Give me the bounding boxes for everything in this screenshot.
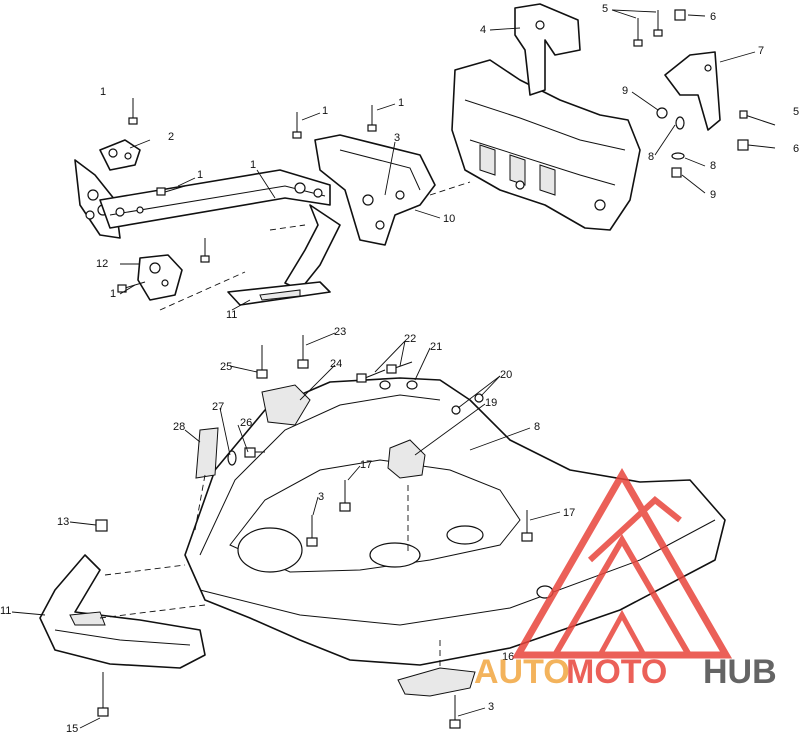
bolt-icon <box>386 361 413 374</box>
callout-1: 1 <box>250 159 256 171</box>
bolt-icon <box>653 10 663 37</box>
bolt-icon <box>244 447 265 458</box>
callout-24: 24 <box>330 358 342 370</box>
washer-icon <box>675 116 685 130</box>
washer-icon <box>406 380 418 390</box>
watermark-logo-icon <box>511 468 733 659</box>
rear-bulkhead-assembly <box>451 3 776 231</box>
callout-9: 9 <box>622 85 628 97</box>
callout-12: 12 <box>96 258 108 270</box>
bolt-icon <box>633 18 643 47</box>
front-frame-assembly <box>74 98 471 311</box>
leader-lines <box>11 9 756 729</box>
watermark-text-auto: AUTO <box>474 653 570 691</box>
callout-23: 23 <box>334 326 346 338</box>
bolt-icon <box>739 110 776 126</box>
callout-15: 15 <box>66 723 78 735</box>
callout-28: 28 <box>173 421 185 433</box>
callout-8: 8 <box>648 151 654 163</box>
callout-20: 20 <box>500 369 512 381</box>
callout-11: 11 <box>226 309 237 321</box>
bolt-icon <box>367 105 377 132</box>
bolt-icon <box>156 185 186 196</box>
callout-3: 3 <box>394 132 400 144</box>
bolt-icon <box>306 515 318 547</box>
bolt-icon <box>256 345 268 379</box>
callout-9: 9 <box>710 189 716 201</box>
bolt-icon <box>737 139 776 151</box>
callout-10: 10 <box>443 213 455 225</box>
bolt-icon <box>356 369 386 383</box>
bolt-icon <box>674 9 686 21</box>
callout-11: 11 <box>0 605 11 617</box>
watermark-text-hub: HUB <box>703 653 777 691</box>
callout-18: 8 <box>534 421 540 433</box>
callout-13: 13 <box>57 516 69 528</box>
callout-4: 4 <box>480 24 486 36</box>
callout-labels: 1 2 1 1 1 1 3 10 12 1 11 4 5 6 7 9 5 6 8… <box>0 3 799 735</box>
callout-1: 1 <box>110 288 116 300</box>
bolt-icon <box>200 238 210 263</box>
callout-26: 26 <box>240 417 252 429</box>
callout-17: 17 <box>360 459 372 471</box>
callout-1: 1 <box>100 86 106 98</box>
bolt-icon <box>128 98 138 125</box>
bolt-icon <box>97 672 109 717</box>
callout-17: 17 <box>563 507 575 519</box>
callout-21: 21 <box>430 341 442 353</box>
bolt-icon <box>292 112 302 139</box>
callout-2: 2 <box>168 131 174 143</box>
callout-22: 22 <box>404 333 416 345</box>
bolt-icon <box>297 335 309 369</box>
callout-5: 5 <box>793 106 799 118</box>
callout-1: 1 <box>398 97 404 109</box>
washer-icon <box>379 380 391 390</box>
nut-icon <box>95 519 108 532</box>
callout-3: 3 <box>488 701 494 713</box>
callout-5: 5 <box>602 3 608 15</box>
callout-1: 1 <box>197 169 203 181</box>
nut-icon <box>656 107 668 119</box>
callout-19: 19 <box>485 397 497 409</box>
callout-6: 6 <box>710 11 716 23</box>
nut-icon <box>671 167 682 178</box>
callout-7: 7 <box>758 45 764 57</box>
callout-16: 16 <box>502 651 514 663</box>
callout-1: 1 <box>322 105 328 117</box>
callout-3: 3 <box>318 491 324 503</box>
callout-25: 25 <box>220 361 232 373</box>
washer-icon <box>671 152 685 160</box>
callout-6: 6 <box>793 143 799 155</box>
bolt-icon <box>339 480 351 512</box>
automotohub-watermark: AUTO MOTO HUB <box>474 468 777 691</box>
callout-27: 27 <box>212 401 224 413</box>
bolt-icon <box>521 510 533 542</box>
bolt-icon <box>449 695 461 729</box>
watermark-text-moto: MOTO <box>566 653 667 691</box>
callout-8: 8 <box>710 160 716 172</box>
